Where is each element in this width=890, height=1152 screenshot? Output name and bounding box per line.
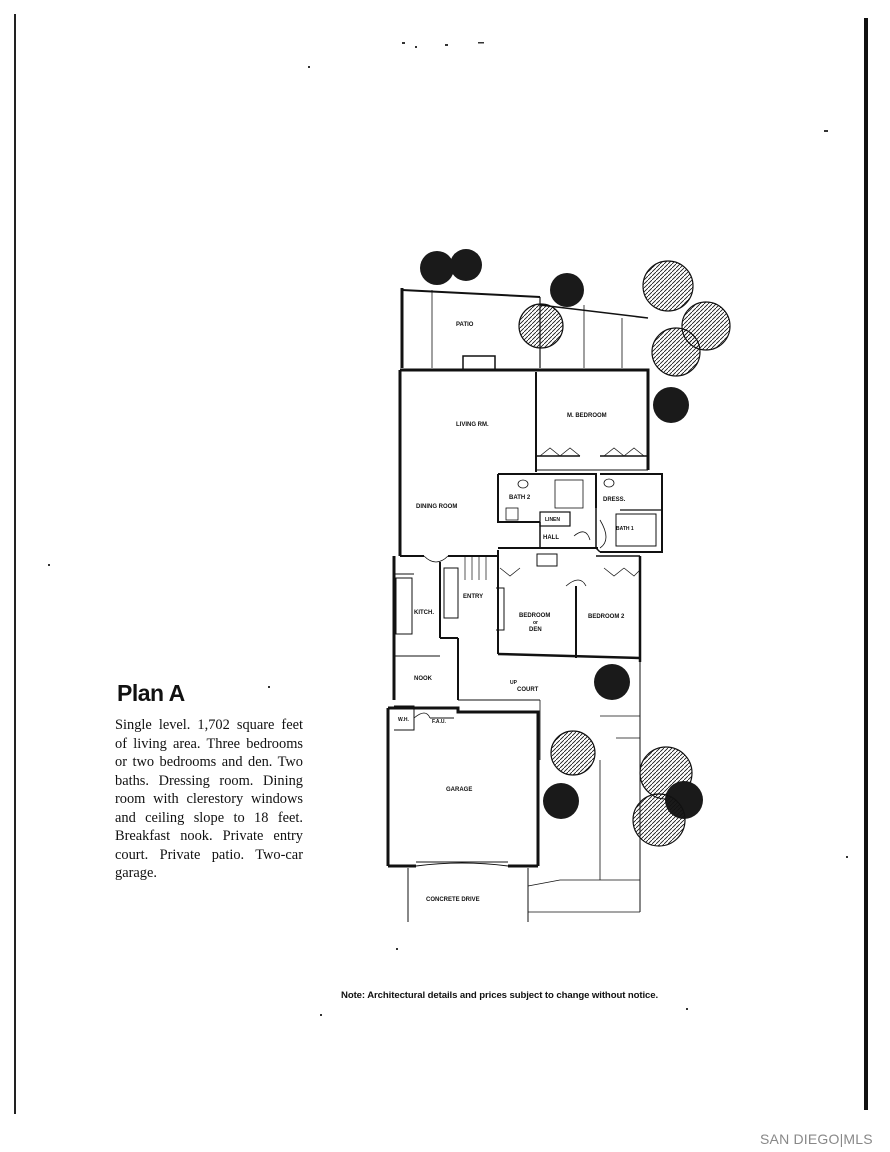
label-bedroom-or-den: BEDROOM (519, 613, 550, 619)
mls-watermark: SAN DIEGO|MLS (760, 1131, 873, 1147)
label-water-heater: W.H. (398, 717, 409, 723)
label-dressing: DRESS. (603, 497, 626, 503)
label-dining-room: DINING ROOM (416, 504, 457, 510)
label-bath-2: BATH 2 (509, 495, 531, 501)
label-court: COURT (517, 687, 539, 693)
scan-specks (48, 42, 848, 1016)
label-bath-1: BATH 1 (616, 526, 634, 532)
label-patio: PATIO (456, 322, 474, 328)
scan-border-left (14, 14, 16, 1114)
label-fau: F.A.U. (432, 719, 447, 725)
label-linen: LINEN (545, 517, 560, 523)
label-garage: GARAGE (446, 787, 472, 793)
floor-plan-walls (386, 288, 663, 922)
label-nook: NOOK (414, 676, 433, 682)
label-hall: HALL (543, 535, 559, 541)
landscape-trees (420, 249, 731, 847)
scan-border-right (864, 18, 868, 1110)
label-or: or (533, 620, 538, 626)
label-kitchen: KITCH. (414, 610, 434, 616)
label-den: DEN (529, 627, 542, 633)
plan-description: Single level. 1,702 square feet of livin… (115, 717, 303, 881)
label-bedroom-2: BEDROOM 2 (588, 614, 625, 620)
label-up: UP (510, 680, 518, 686)
label-master-bedroom: M. BEDROOM (567, 413, 607, 419)
label-living-room: LIVING RM. (456, 422, 489, 428)
label-entry: ENTRY (463, 594, 483, 600)
plan-title: Plan A (117, 680, 185, 706)
label-concrete-drive: CONCRETE DRIVE (426, 897, 480, 903)
disclaimer-note: Note: Architectural details and prices s… (341, 990, 659, 1001)
room-labels: PATIO LIVING RM. M. BEDROOM DINING ROOM … (398, 322, 634, 903)
